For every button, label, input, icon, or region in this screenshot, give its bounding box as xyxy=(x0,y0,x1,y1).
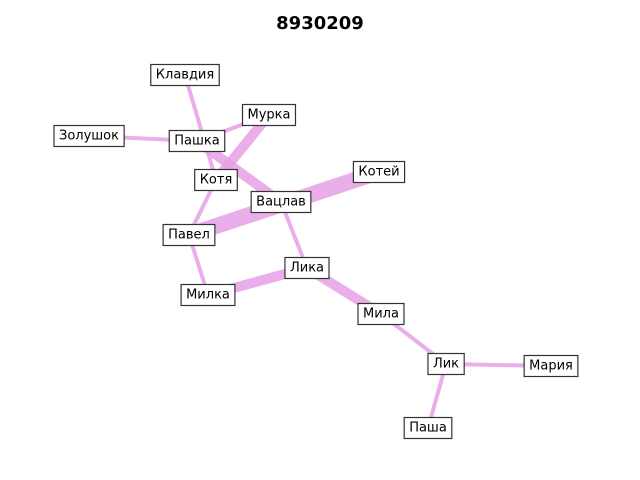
node-box xyxy=(150,63,220,87)
node-vatslav: Вацлав xyxy=(250,190,312,214)
node-zolushok: Золушок xyxy=(53,124,125,148)
node-box xyxy=(168,129,226,153)
node-label: Паша xyxy=(409,421,447,436)
node-pavel: Павел xyxy=(162,223,216,247)
node-box xyxy=(194,168,238,192)
node-label: Милка xyxy=(186,288,230,303)
node-label: Котей xyxy=(358,165,399,180)
node-klavdiya: Клавдия xyxy=(150,63,220,87)
node-box xyxy=(427,352,465,376)
node-milka: Милка xyxy=(180,283,236,307)
node-label: Мария xyxy=(529,359,573,374)
edge-klavdiya-kotya xyxy=(183,74,218,181)
node-box xyxy=(523,354,579,378)
node-label: Золушок xyxy=(59,129,119,144)
node-label: Мурка xyxy=(248,108,291,123)
node-mila: Мила xyxy=(357,302,405,326)
node-label: Пашка xyxy=(174,134,219,149)
edge-layer xyxy=(88,74,552,429)
node-label: Лика xyxy=(290,261,324,276)
node-box xyxy=(250,190,312,214)
node-pasha: Паша xyxy=(403,416,453,440)
node-mariya: Мария xyxy=(523,354,579,378)
node-box xyxy=(162,223,216,247)
node-pashka: Пашка xyxy=(168,129,226,153)
node-label: Клавдия xyxy=(156,68,214,83)
node-label: Павел xyxy=(168,228,210,243)
node-lik: Лик xyxy=(427,352,465,376)
node-label: Лик xyxy=(433,357,459,372)
node-box xyxy=(284,256,330,280)
node-label: Котя xyxy=(200,173,233,188)
node-box xyxy=(352,160,406,184)
node-box xyxy=(403,416,453,440)
node-label: Вацлав xyxy=(256,195,306,210)
node-kotya: Котя xyxy=(194,168,238,192)
node-kotey: Котей xyxy=(352,160,406,184)
node-lika: Лика xyxy=(284,256,330,280)
diagram-title: 8930209 xyxy=(276,13,364,34)
node-box xyxy=(357,302,405,326)
node-box xyxy=(180,283,236,307)
node-box xyxy=(241,103,297,127)
node-murka: Мурка xyxy=(241,103,297,127)
node-box xyxy=(53,124,125,148)
node-label: Мила xyxy=(363,307,399,322)
